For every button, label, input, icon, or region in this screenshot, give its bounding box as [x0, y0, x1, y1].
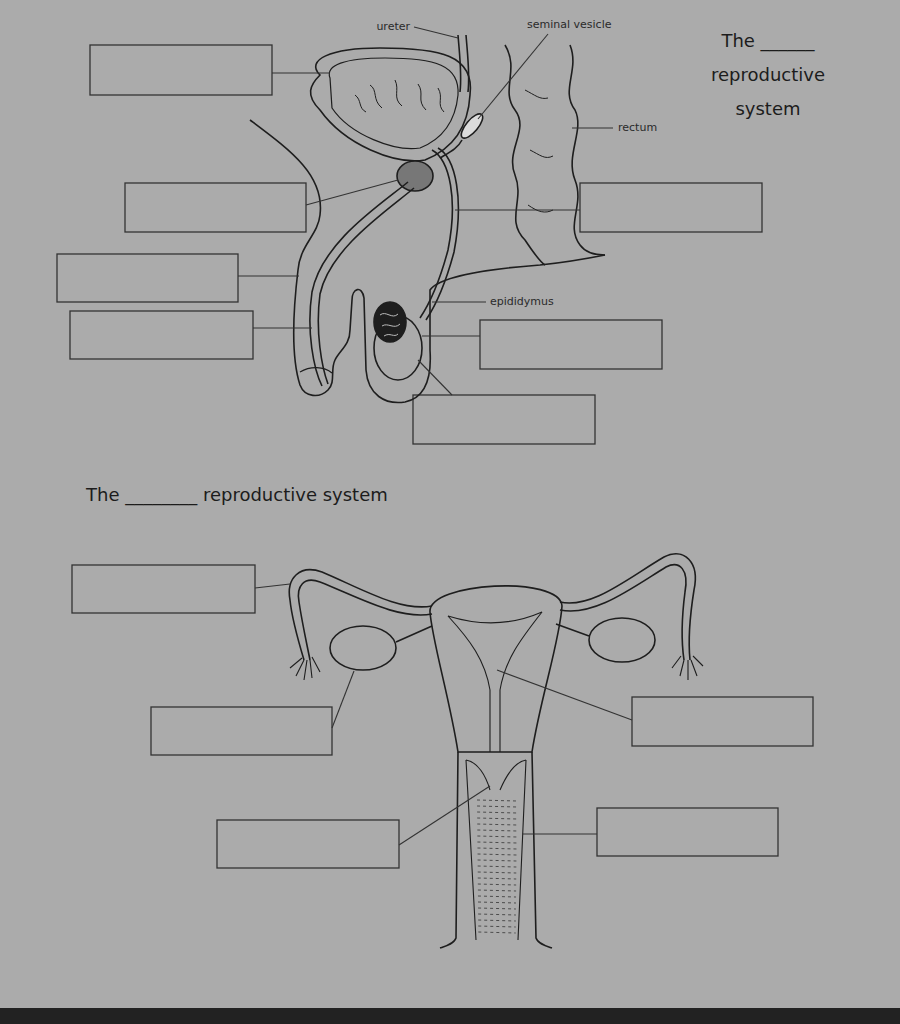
vaginal-wall-texture — [478, 920, 516, 921]
part-label: seminal vesicle — [527, 18, 611, 31]
vaginal-wall-texture — [478, 872, 517, 873]
female-anatomy — [672, 656, 703, 680]
leader-line — [432, 301, 486, 302]
vaginal-wall-texture — [477, 842, 516, 843]
diagram-heading: The ______ reproductive system — [690, 24, 846, 126]
female-anatomy — [289, 554, 703, 948]
vaginal-wall-texture — [477, 836, 516, 837]
leader-line — [399, 786, 490, 845]
vaginal-wall-texture — [478, 896, 516, 897]
male-anatomy — [525, 90, 553, 212]
vaginal-wall-texture — [477, 818, 517, 819]
female-anatomy — [289, 570, 432, 660]
answer-box — [217, 820, 399, 868]
vaginal-wall-texture — [478, 902, 516, 903]
leader-line — [418, 360, 452, 395]
answer-box — [90, 45, 272, 95]
female-anatomy — [560, 565, 686, 660]
leader-line — [414, 27, 458, 38]
female-anatomy — [448, 612, 542, 623]
vaginal-wall-texture — [477, 824, 517, 825]
vaginal-wall-texture — [477, 806, 517, 807]
male-anatomy — [311, 48, 471, 161]
leader-line — [272, 72, 330, 73]
vaginal-wall-texture — [478, 932, 515, 933]
answer-box — [480, 320, 662, 369]
male-anatomy — [310, 182, 408, 386]
leader-line — [255, 584, 290, 588]
vaginal-wall-texture — [478, 890, 516, 891]
male-anatomy — [458, 35, 469, 92]
answer-box — [125, 183, 306, 232]
male-anatomy — [569, 45, 605, 255]
leader-line — [255, 584, 632, 845]
leader-line — [455, 209, 580, 210]
vaginal-wall-texture — [477, 800, 517, 801]
vaginal-wall-texture — [478, 884, 516, 885]
vaginal-wall-texture — [477, 812, 517, 813]
vaginal-wall-texture — [478, 914, 516, 915]
vaginal-wall-texture — [478, 866, 517, 867]
answer-box — [413, 395, 595, 444]
answer-box — [70, 311, 253, 359]
male-anatomy — [250, 120, 605, 403]
female-anatomy — [440, 752, 552, 948]
leader-line — [497, 670, 632, 720]
male-anatomy — [458, 111, 486, 142]
diagram-heading: The ________ reproductive system — [86, 484, 388, 505]
answer-box — [72, 565, 255, 613]
answer-box — [57, 45, 813, 868]
vaginal-wall-texture — [477, 800, 517, 933]
vaginal-wall-texture — [478, 878, 516, 879]
female-anatomy — [560, 554, 695, 660]
female-anatomy — [589, 618, 655, 662]
vaginal-wall-texture — [478, 860, 517, 861]
male-anatomy — [355, 80, 444, 112]
male-anatomy — [329, 58, 458, 149]
female-anatomy — [430, 586, 562, 752]
leader-line — [572, 127, 613, 128]
part-label: ureter — [376, 20, 410, 33]
vaginal-wall-texture — [477, 830, 516, 831]
answer-box — [580, 183, 762, 232]
answer-box — [57, 254, 238, 302]
male-anatomy — [318, 188, 414, 384]
male-anatomy — [380, 314, 400, 336]
vaginal-wall-texture — [478, 854, 517, 855]
leader-line — [238, 275, 299, 276]
female-anatomy — [330, 626, 396, 670]
answer-box — [597, 808, 778, 856]
male-anatomy — [250, 35, 605, 403]
part-label: rectum — [618, 121, 657, 134]
answer-box — [632, 697, 813, 746]
leader-line — [422, 335, 480, 336]
female-anatomy — [466, 760, 526, 940]
vaginal-wall-texture — [478, 908, 516, 909]
male-anatomy — [374, 302, 406, 342]
leader-line — [522, 833, 597, 834]
answer-box — [151, 707, 332, 755]
leader-line — [332, 671, 354, 728]
female-anatomy — [290, 657, 320, 680]
leader-line — [253, 327, 312, 328]
part-label: epididymus — [490, 295, 554, 308]
female-anatomy — [298, 580, 432, 660]
female-anatomy — [396, 624, 589, 642]
male-anatomy — [426, 148, 458, 320]
vaginal-wall-texture — [477, 848, 516, 849]
leader-line — [306, 180, 398, 205]
leader-line — [238, 27, 613, 395]
bottom-bar — [0, 1008, 900, 1024]
vaginal-wall-texture — [478, 926, 515, 927]
leader-line — [478, 34, 548, 119]
male-anatomy — [440, 140, 462, 158]
male-anatomy — [420, 150, 452, 318]
